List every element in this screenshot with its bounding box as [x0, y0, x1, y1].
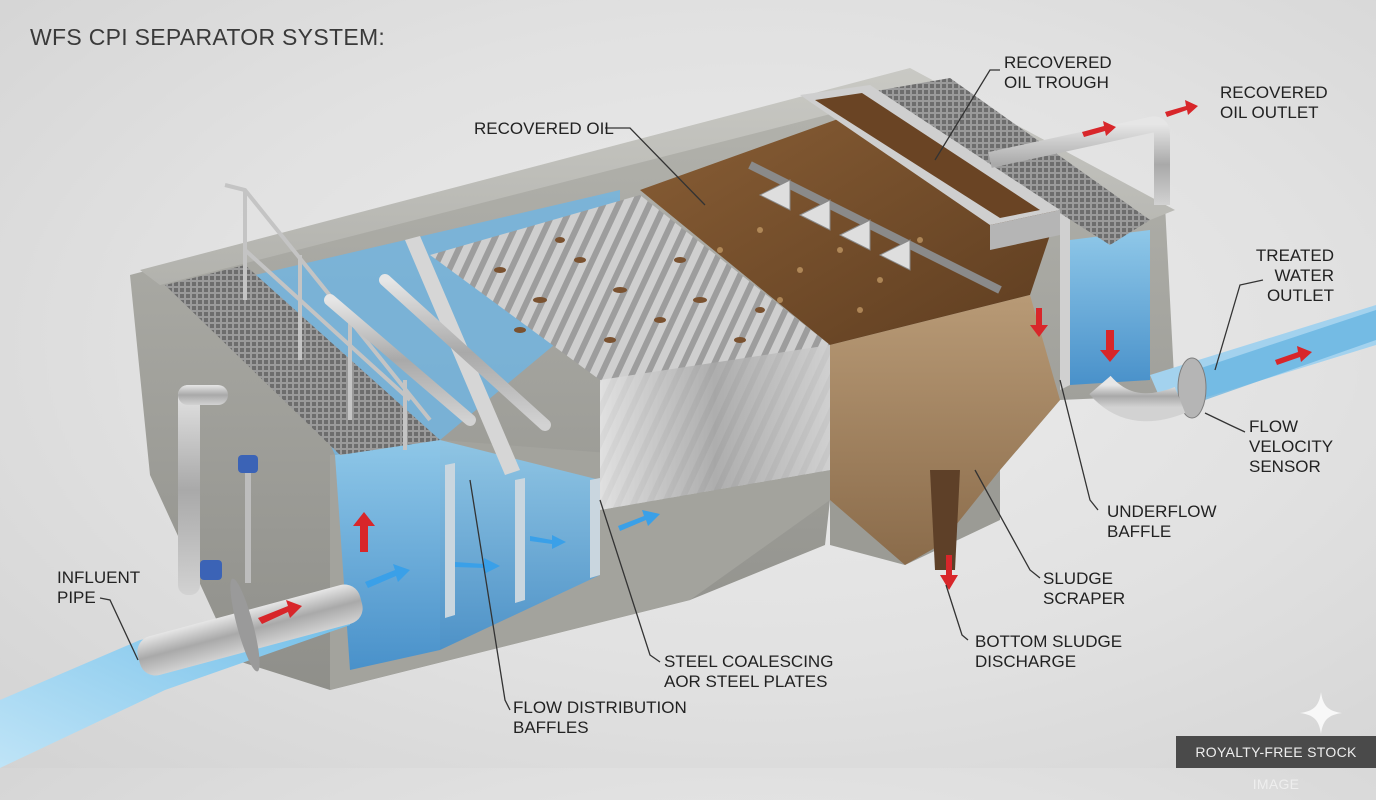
diagram-title: WFS CPI SEPARATOR SYSTEM: [30, 24, 386, 50]
separator-illustration [0, 68, 1376, 768]
sparkle-icon [1300, 692, 1342, 734]
label-recovered-oil: RECOVERED OIL [474, 119, 614, 138]
stock-watermark: ROYALTY-FREE STOCK IMAGE [1176, 736, 1376, 792]
